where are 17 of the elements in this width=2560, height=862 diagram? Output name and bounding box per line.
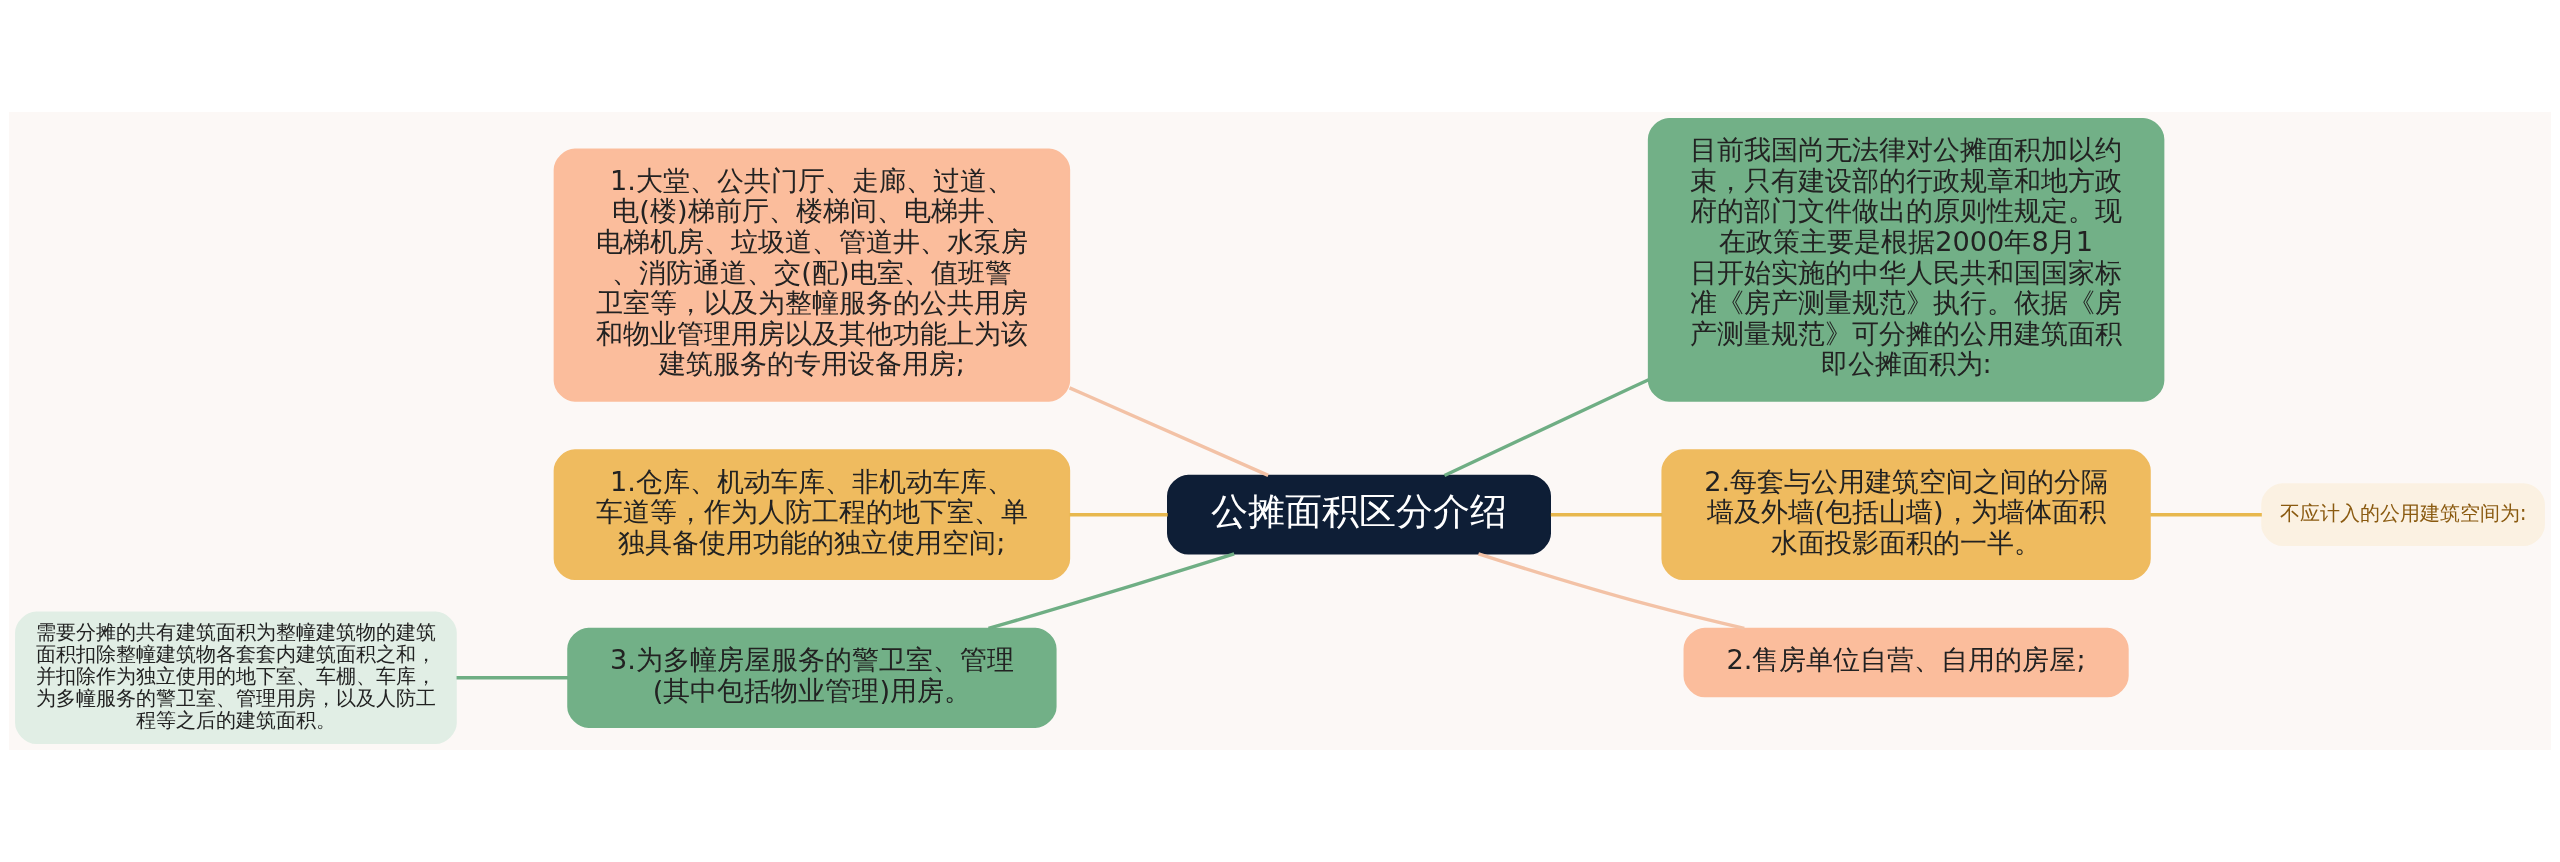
connector bbox=[2150, 512, 2262, 517]
connector bbox=[1477, 552, 1745, 631]
node-box: 1.大堂、公共门厅、走廊、过道、电(楼)梯前厅、楼梯间、电梯井、电梯机房、垃圾道、管道井、水泵房、消防通道、交(配)电室、值班警卫室等，以及为整幢服务的公共用房和物业管理用房以及其他功能上为该建筑服务的专用设备用房; bbox=[553, 148, 1071, 402]
node-box: 不应计入的公用建筑空间为: bbox=[2261, 483, 2545, 547]
node-box: 需要分摊的共有建筑面积为整幢建筑物的建筑面积扣除整幢建筑物各套套内建筑面积之和，并扣除作为独立使用的地下室、车棚、车库，为多幢服务的警卫室、管理用房，以及人防工程等之后的建筑面积。 bbox=[15, 611, 457, 745]
connector bbox=[1069, 512, 1168, 517]
node-box: 3.为多幢房屋服务的警卫室、管理(其中包括物业管理)用房。 bbox=[567, 627, 1057, 728]
connector bbox=[988, 552, 1235, 631]
node-box: 2.售房单位自营、自用的房屋; bbox=[1683, 627, 2129, 698]
node-box: 公摊面积区分介绍 bbox=[1167, 474, 1551, 555]
connector bbox=[456, 676, 568, 680]
node-box: 1.仓库、机动车库、非机动车库、车道等，作为人防工程的地下室、单独具备使用功能的独立使用空间; bbox=[553, 449, 1071, 581]
node-box: 目前我国尚无法律对公摊面积加以约束，只有建设部的行政规章和地方政府的部门文件做出的原则性规定。现在政策主要是根据2000年8月1日开始实施的中华人民共和国国家标准《房产测量规范》执行。依据《房产测量规范》可分摊的公用建筑面积即公摊面积为: bbox=[1647, 117, 2165, 402]
connector bbox=[1068, 386, 1269, 477]
connector bbox=[1443, 378, 1650, 477]
node-box: 2.每套与公用建筑空间之间的分隔墙及外墙(包括山墙)，为墙体面积水面投影面积的一半。 bbox=[1661, 449, 2151, 581]
connector bbox=[1550, 512, 1663, 517]
